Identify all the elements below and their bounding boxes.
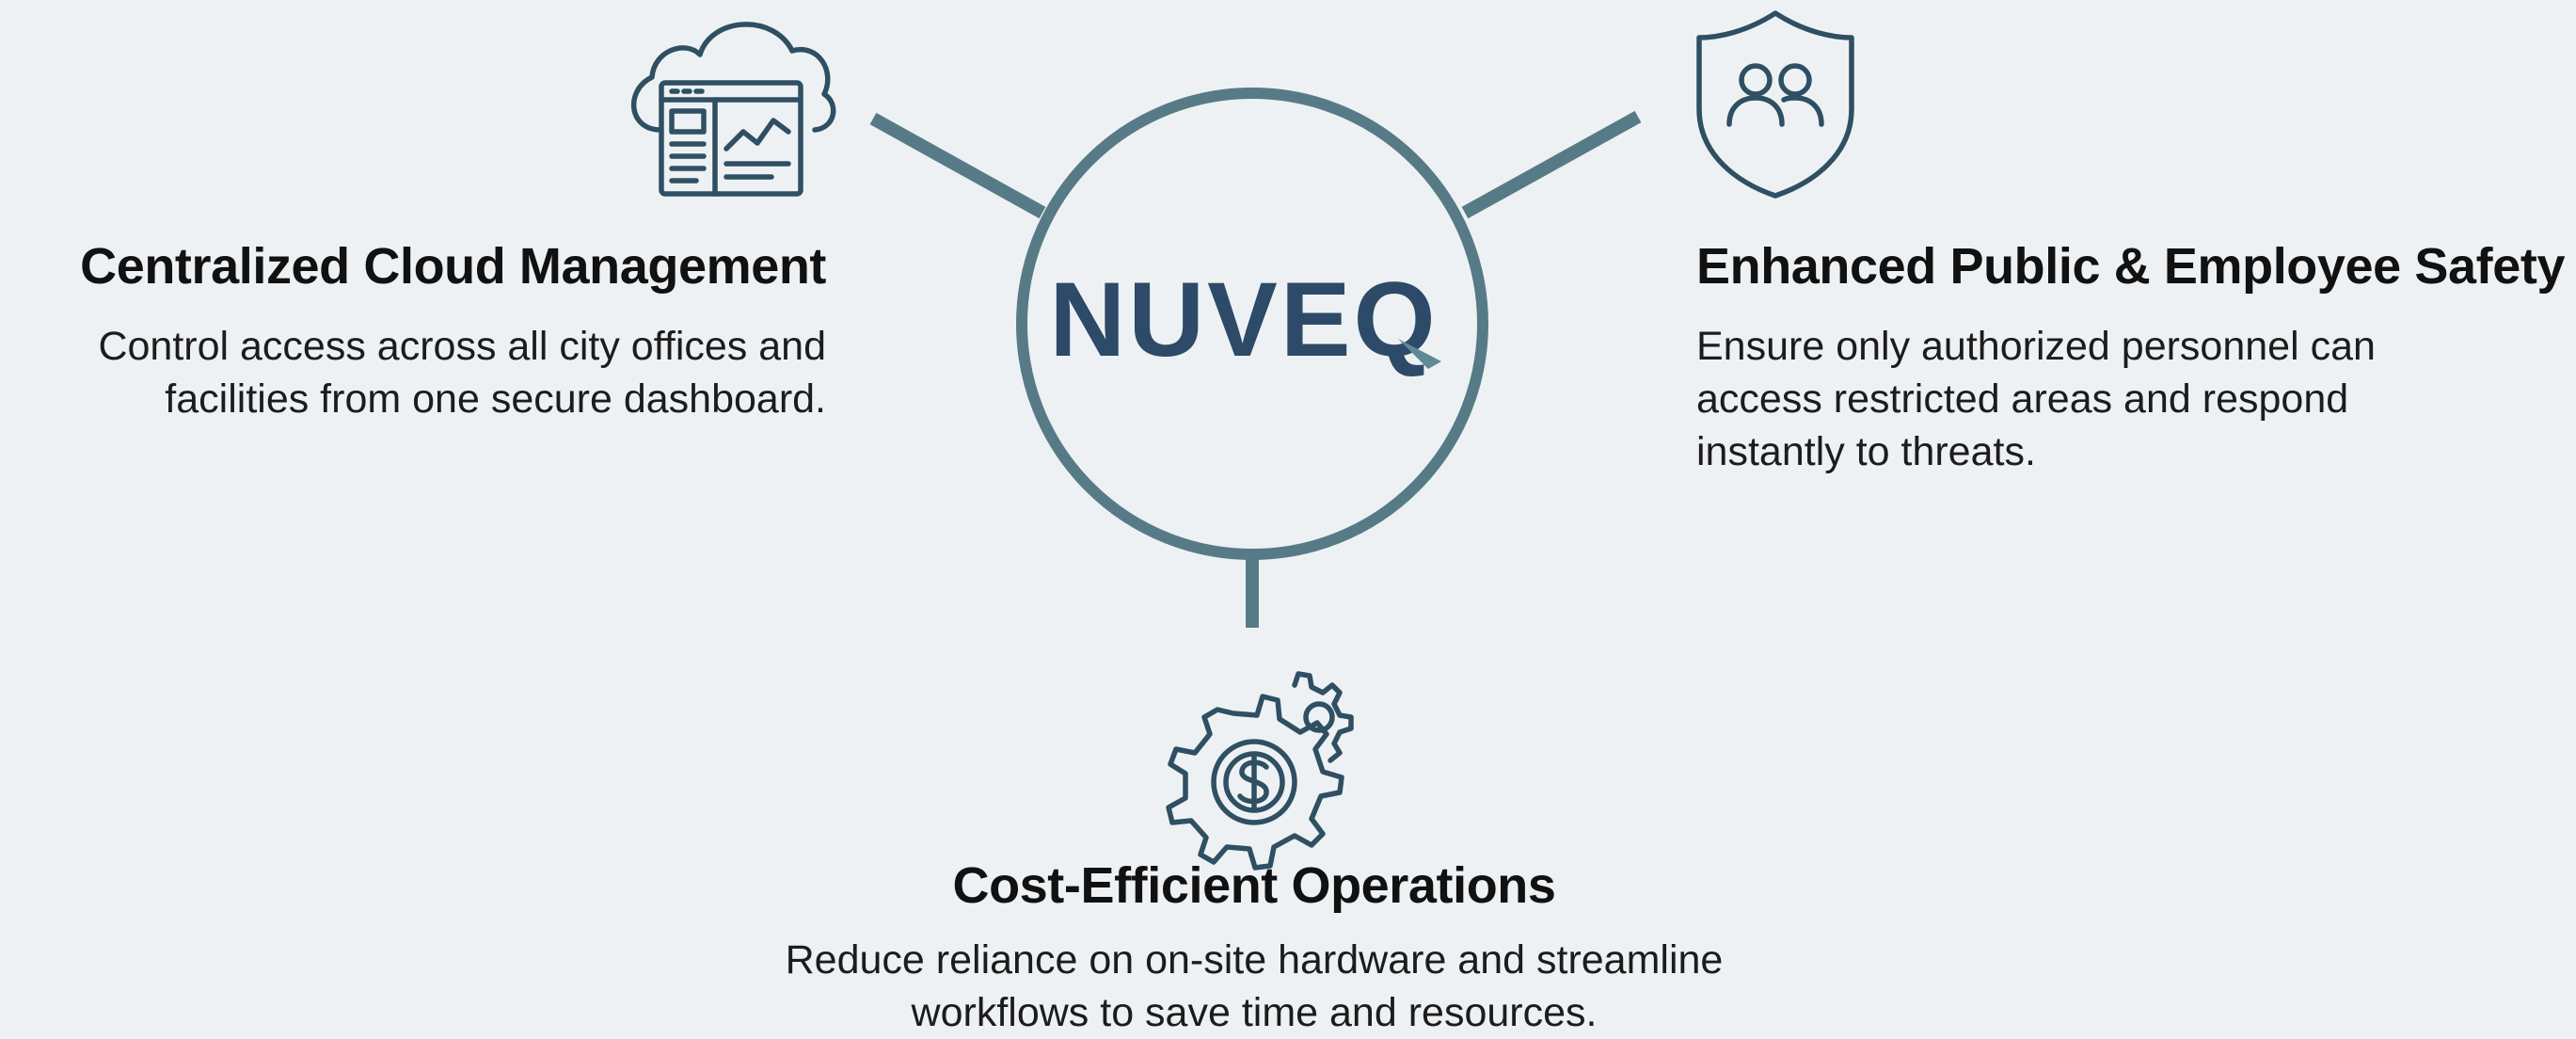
- feature-right-description-line: instantly to threats.: [1696, 429, 2036, 474]
- gear-dollar-icon: [1166, 671, 1354, 871]
- feature-left-title: Centralized Cloud Management: [80, 238, 826, 295]
- feature-left-description-line: Control access across all city offices a…: [98, 324, 826, 369]
- feature-left-description: Control access across all city offices a…: [80, 320, 826, 425]
- feature-left-description-line: facilities from one secure dashboard.: [165, 376, 826, 422]
- logo-text: NUVEQ: [1049, 261, 1438, 378]
- feature-right-description-line: access restricted areas and respond: [1696, 376, 2349, 422]
- feature-right-title: Enhanced Public & Employee Safety: [1696, 238, 2566, 295]
- feature-left: Centralized Cloud Management Control acc…: [80, 235, 826, 425]
- feature-bottom-description-line: Reduce reliance on on-site hardware and …: [785, 937, 1724, 983]
- logo-accent-tail: [1398, 339, 1441, 369]
- feature-bottom: Cost-Efficient Operations Reduce relianc…: [0, 855, 2508, 1039]
- feature-bottom-title: Cost-Efficient Operations: [952, 857, 1556, 914]
- connector-left: [869, 112, 1046, 219]
- feature-right-description: Ensure only authorized personnel can acc…: [1696, 320, 2565, 478]
- cloud-dashboard-icon: [630, 22, 836, 197]
- hub-circle: [1016, 88, 1488, 560]
- shield-people-icon: [1696, 10, 1854, 199]
- feature-right: Enhanced Public & Employee Safety Ensure…: [1696, 235, 2565, 478]
- feature-right-description-line: Ensure only authorized personnel can: [1696, 324, 2376, 369]
- feature-bottom-description-line: workflows to save time and resources.: [911, 990, 1598, 1035]
- feature-bottom-description: Reduce reliance on on-site hardware and …: [0, 934, 2508, 1039]
- connector-right: [1461, 110, 1642, 219]
